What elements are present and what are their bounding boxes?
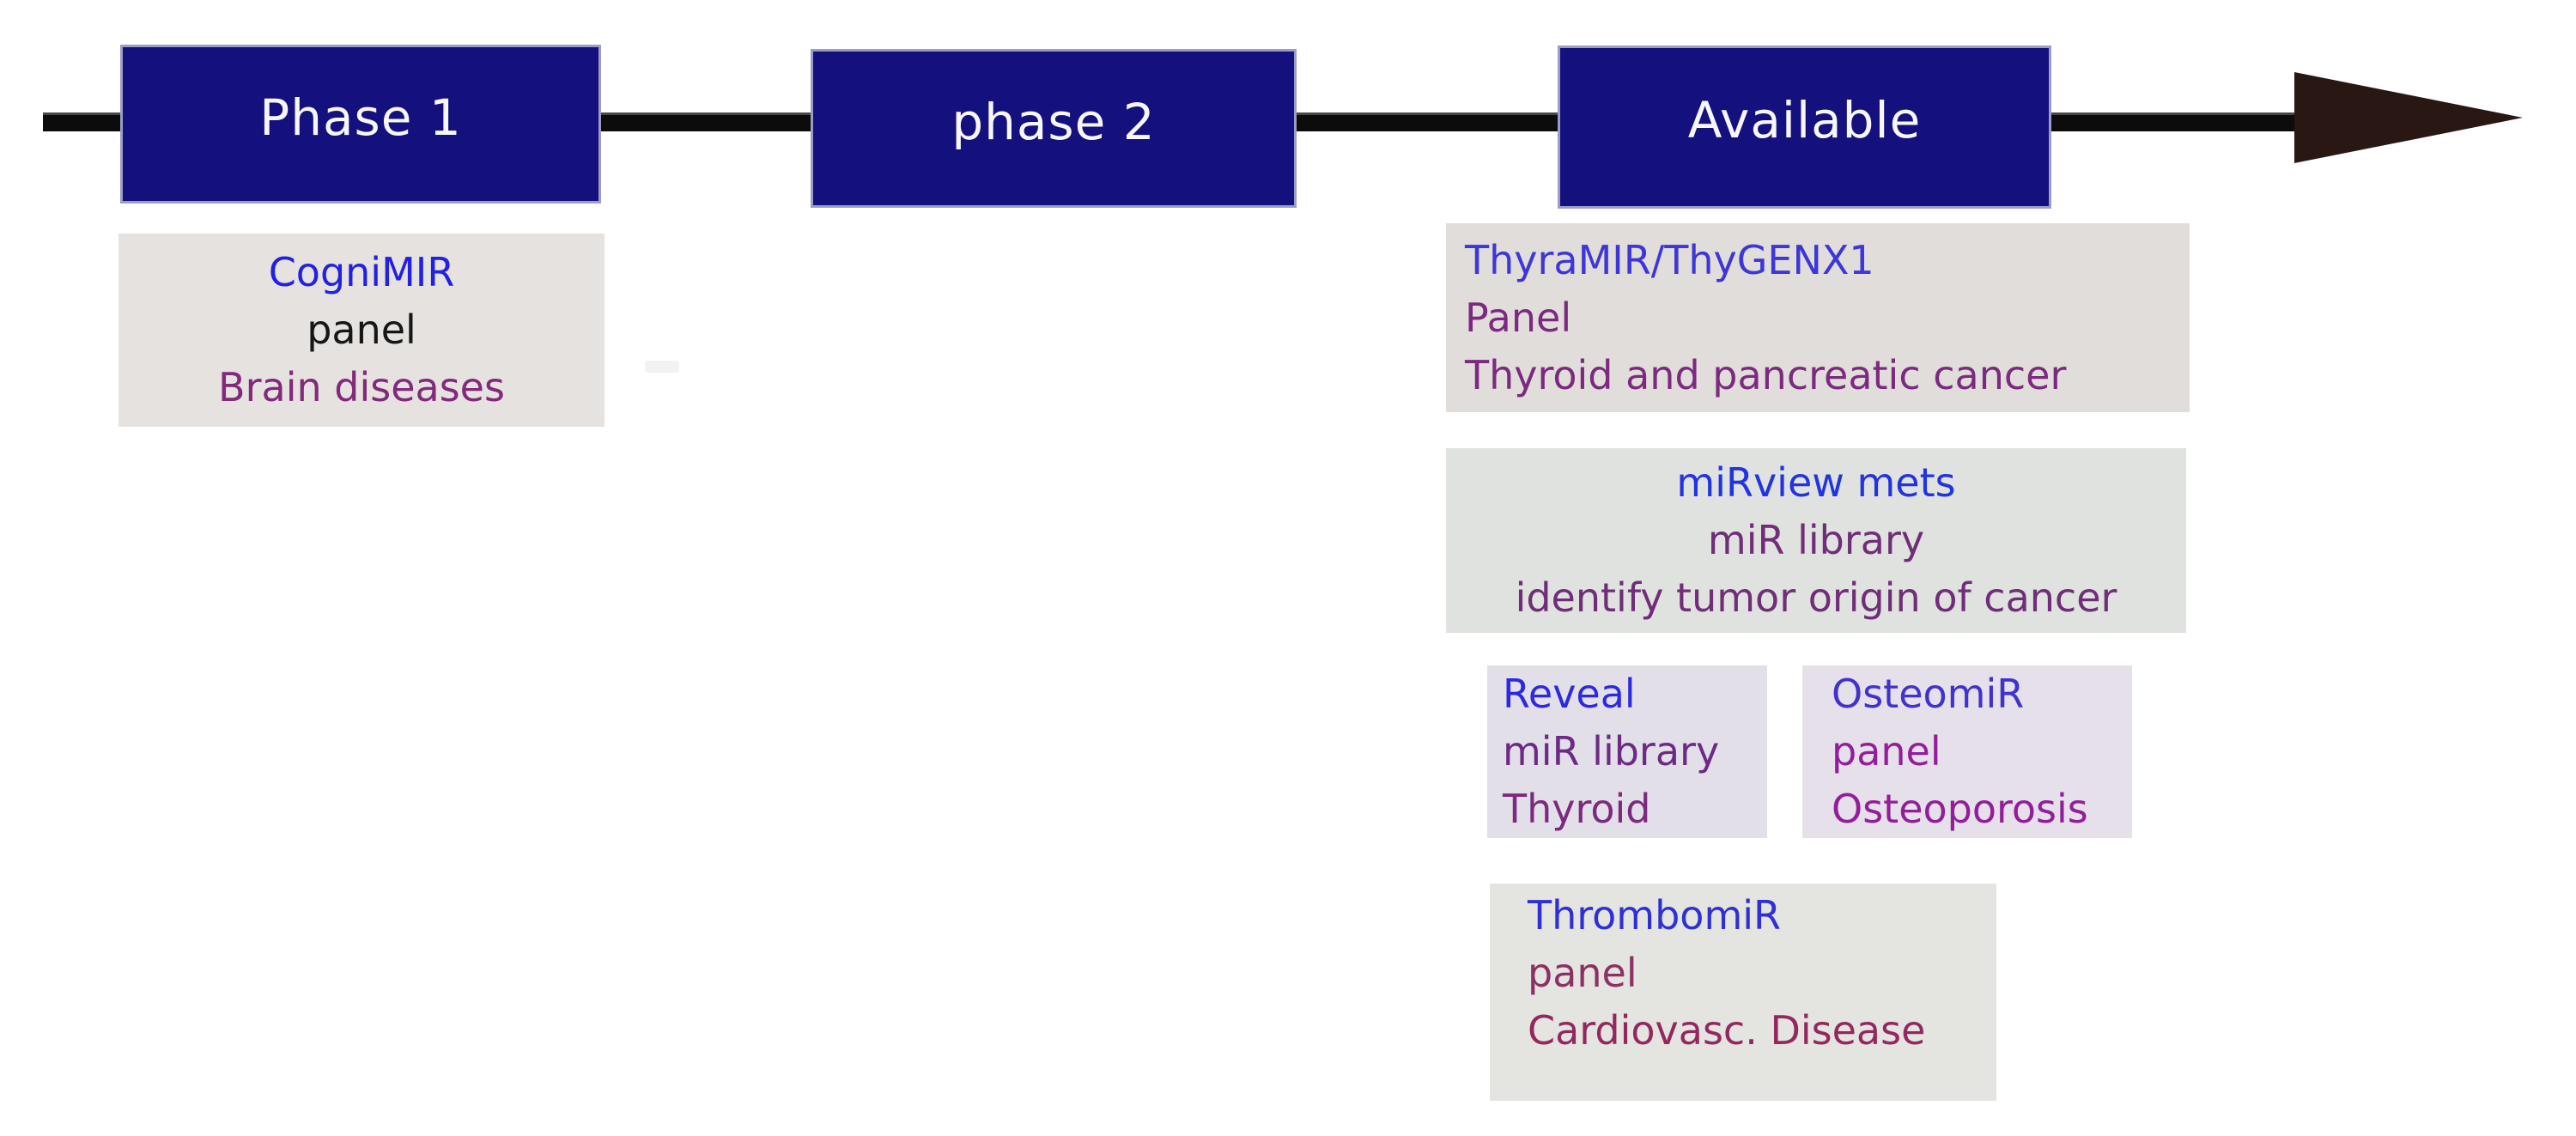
stage-box-phase-2: phase 2 [811,49,1297,208]
faint-artifact-dash [645,361,679,373]
stage-label-phase-1: Phase 1 [259,88,462,147]
product-type: Panel [1465,294,1572,341]
product-title: OsteomiR [1832,671,2025,717]
stage-box-phase-1: Phase 1 [120,45,601,204]
product-type: miR library [1503,728,1720,775]
product-type: panel [1528,950,1637,996]
product-box-cognimir: CogniMIR panel Brain diseases [118,234,605,427]
product-title: ThrombomiR [1528,892,1782,939]
product-box-reveal: Reveal miR library Thyroid [1487,665,1767,838]
stage-label-phase-2: phase 2 [951,92,1156,151]
product-title: Reveal [1503,671,1636,717]
product-box-thrombomir: ThrombomiR panel Cardiovasc. Disease [1490,884,1996,1101]
arrow-head-icon [2294,72,2523,163]
product-indication: Thyroid [1503,786,1651,832]
product-indication: Osteoporosis [1832,786,2088,832]
product-indication: Brain diseases [218,364,505,410]
product-type: miR library [1707,517,1925,563]
product-type: panel [307,307,416,353]
stage-box-available: Available [1558,46,2051,209]
product-box-mirview-mets: miRview mets miR library identify tumor … [1446,448,2186,633]
product-title: CogniMIR [268,249,455,295]
stage-label-available: Available [1687,91,1922,149]
product-indication: identify tumor origin of cancer [1515,574,2117,621]
product-type: panel [1832,728,1941,775]
product-indication: Thyroid and pancreatic cancer [1465,351,2067,398]
product-box-osteomir: OsteomiR panel Osteoporosis [1802,665,2132,838]
product-indication: Cardiovasc. Disease [1528,1007,1926,1054]
product-box-thyramir-thygenx1: ThyraMIR/ThyGENX1 Panel Thyroid and panc… [1446,223,2190,412]
product-title: ThyraMIR/ThyGENX1 [1465,236,1874,283]
product-title: miRview mets [1676,459,1956,506]
